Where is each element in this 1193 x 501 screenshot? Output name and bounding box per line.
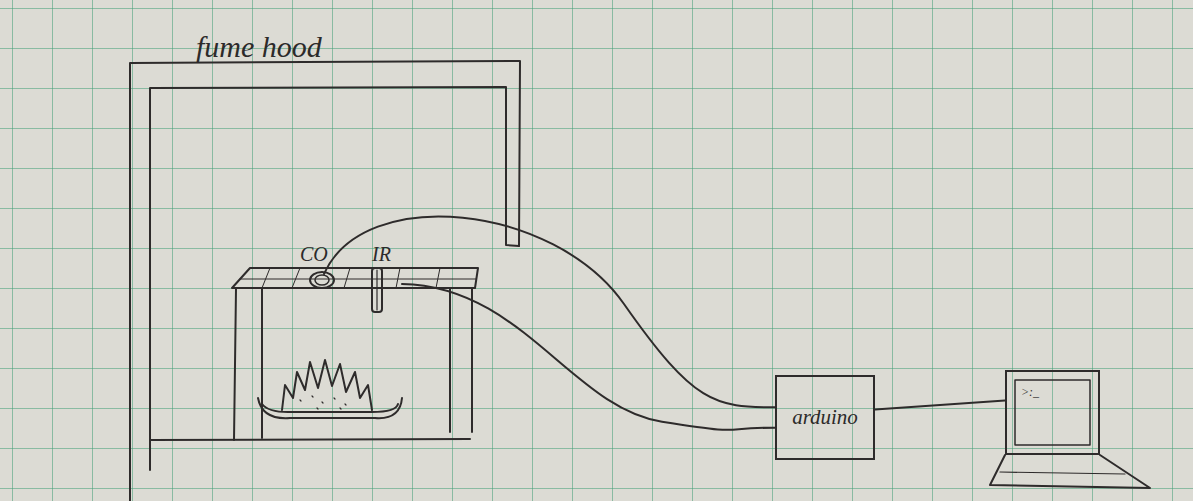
- hood-floor: [150, 439, 470, 440]
- laptop-screen: >:_: [1005, 370, 1100, 455]
- node-text: arduino: [792, 407, 858, 428]
- laptop-screen-inner: [1015, 380, 1090, 445]
- co-sensor-label: CO: [298, 244, 342, 290]
- ir-sensor: [372, 268, 382, 312]
- ir-sensor-label: IR: [368, 244, 402, 314]
- wire: [875, 401, 1005, 410]
- burner-bowl: [258, 398, 402, 418]
- flame: [282, 360, 372, 410]
- arduino-box: arduino: [775, 375, 875, 460]
- node-text: IR: [372, 244, 391, 264]
- laptop-keyboard: [1000, 472, 1125, 474]
- wire: [324, 217, 775, 408]
- fume-hood: fume hoodCO IR: [130, 28, 522, 501]
- wire: [402, 284, 775, 430]
- co-sensor-inner: [315, 275, 329, 285]
- flame-dots: [300, 396, 346, 409]
- table-legs: [234, 289, 472, 440]
- ir-sensor-line: [376, 270, 377, 310]
- hood-outer: [130, 61, 520, 501]
- table-hatch: [240, 268, 476, 288]
- hood-inner: [150, 87, 519, 470]
- node-text: fume hood: [196, 32, 322, 62]
- node-text: CO: [300, 244, 328, 264]
- co-sensor: [310, 272, 334, 288]
- table-top: [232, 268, 478, 288]
- node-text: >:_: [1021, 386, 1039, 398]
- laptop-base: [990, 455, 1150, 488]
